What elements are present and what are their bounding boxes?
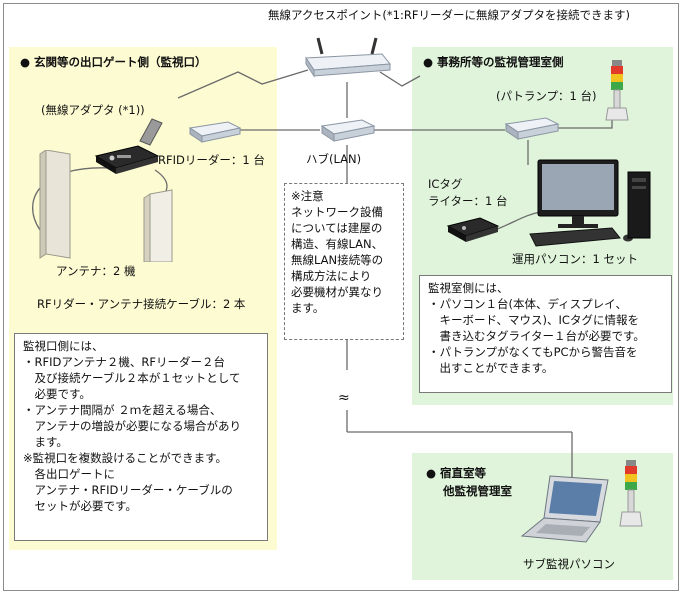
wireless-adapter-label: (無線アダプタ (*1))	[41, 103, 145, 117]
monitoring-note-line: ・パトランプがなくてもPCから警告音を	[428, 345, 638, 359]
patlamp-network-unit-icon	[504, 117, 560, 140]
monitoring-note-line: キーボード、マウス)、ICタグに情報を	[428, 313, 639, 327]
lan-hub-icon	[320, 119, 376, 142]
exit-gate-note-line: ・アンテナ間隔が ２ｍを超える場合、	[23, 403, 222, 417]
caution-line: 構成方法により	[291, 269, 372, 283]
ic-writer-label-2: ライター：1 台	[428, 194, 508, 208]
sub-laptop-icon	[520, 475, 609, 543]
diagram-frame	[3, 3, 679, 591]
monitoring-note-line: 監視室側には、	[428, 281, 509, 295]
monitoring-room-title: ● 事務所等の監視管理室側	[423, 55, 564, 69]
caution-line: については建屋の	[291, 221, 383, 235]
patlamp-icon	[605, 60, 629, 121]
exit-gate-note-line: セットが必要です。	[23, 499, 137, 513]
desktop-pc-icon	[529, 159, 651, 247]
operation-pc-label: 運用パソコン：1 セット	[512, 252, 638, 266]
sub-zone-title-2: 他監視管理室	[443, 484, 512, 498]
sub-laptop-label: サブ監視パソコン	[523, 557, 615, 571]
rfid-reader-label: RFIDリーダー：1 台	[158, 153, 265, 167]
access-point-label: 無線アクセスポイント(*1:RFリーダーに無線アダプタを接続できます)	[268, 8, 630, 22]
exit-gate-note-line: ・RFIDアンテナ２機、RFリーダー２台	[23, 355, 225, 369]
exit-gate-zone-title: ● 玄関等の出口ゲート側（監視口）	[20, 55, 207, 69]
caution-line: ます。	[291, 301, 325, 315]
exit-gate-note-line: アンテナの増設が必要になる場合があり	[23, 419, 242, 433]
sub-patlamp-icon	[619, 460, 643, 527]
network-caution-note: ※注意 ネットワーク設備 については建屋の 構造、有線LAN、 無線LAN接続等…	[284, 183, 404, 340]
monitoring-room-note: 監視室側には、 ・パソコン１台(本体、ディスプレイ、 キーボード、マウス)、IC…	[419, 275, 672, 393]
exit-gate-note-line: アンテナ・RFIDリーダー・ケーブルの	[23, 483, 233, 497]
wireless-adapter-icon	[139, 118, 163, 146]
caution-line: 構造、有線LAN、	[291, 237, 384, 251]
cable-label: RFリダー・アンテナ接続ケーブル：2 本	[37, 297, 246, 311]
exit-gate-note-line: 及び接続ケーブル２本が１セットとして	[23, 371, 241, 385]
exit-gate-note-line: ます。	[23, 435, 68, 449]
ic-writer-label-1: ICタグ	[428, 177, 463, 191]
monitoring-note-line: 書き込むタグライター１台が必要です。	[428, 329, 645, 343]
monitoring-note-line: 出すことができます。	[428, 361, 554, 375]
patlamp-label: (パトランプ：1 台)	[496, 89, 597, 103]
exit-gate-note-line: 監視口側には、	[23, 339, 104, 353]
reader-network-unit-icon	[188, 121, 242, 143]
antenna-pair-icon	[39, 150, 173, 262]
line-break-symbol: ≈	[338, 390, 350, 406]
antenna-label: アンテナ：2 機	[56, 264, 136, 278]
hub-label: ハブ(LAN)	[306, 152, 362, 166]
caution-line: ※注意	[291, 189, 324, 203]
exit-gate-note-line: 各出口ゲートに	[23, 467, 115, 481]
rfid-reader-icon	[94, 145, 160, 174]
exit-gate-note: 監視口側には、 ・RFIDアンテナ２機、RFリーダー２台 及び接続ケーブル２本が…	[14, 333, 268, 541]
access-point-device	[305, 37, 391, 78]
caution-line: 必要機材が異なり	[291, 285, 383, 299]
monitoring-note-line: ・パソコン１台(本体、ディスプレイ、	[428, 297, 627, 311]
sub-zone-title-1: ● 宿直室等	[426, 466, 487, 480]
ic-tag-writer-icon	[446, 217, 500, 242]
exit-gate-note-line: ※監視口を複数設けることができます。	[23, 451, 227, 465]
exit-gate-note-line: 必要です。	[23, 387, 91, 401]
caution-line: 無線LAN接続等の	[291, 253, 384, 267]
caution-line: ネットワーク設備	[291, 205, 383, 219]
